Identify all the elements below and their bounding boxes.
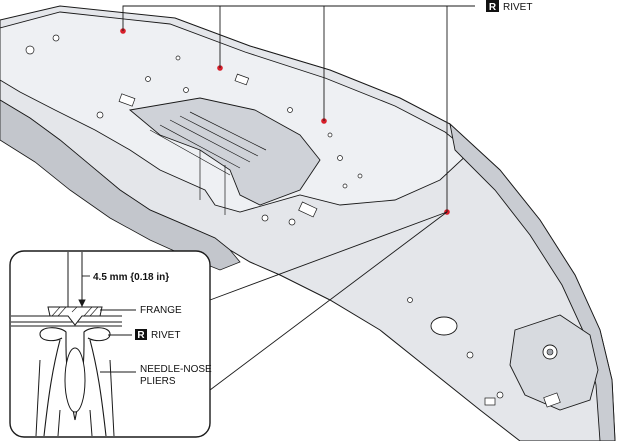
pliers-label-line2: PLIERS (140, 376, 176, 387)
detail-frame (9, 250, 211, 438)
pliers-handles (35, 359, 115, 436)
dimension-label: 4.5 mm {0.18 in} (93, 272, 169, 283)
rivet-detail-badge (135, 329, 147, 340)
detail-callout-lines (209, 211, 448, 391)
rivet-detail-label: RIVET (151, 330, 180, 341)
panel-slots (118, 73, 561, 408)
rivet-badge (486, 0, 499, 12)
panel-ribs (149, 111, 267, 215)
panel-small-holes (25, 34, 504, 399)
panel-part-illustration (0, 5, 616, 441)
rivet-detail-view: 4.5 mm {0.18 in} FRANGE R RIVET NEEDLE-N… (9, 250, 212, 438)
panel-lower-lip (449, 122, 616, 441)
rivet-label: RIVET (503, 2, 532, 13)
panel-center-recess (128, 97, 321, 206)
bracket-hole-inner (546, 348, 554, 356)
pliers-jaws (43, 339, 107, 436)
frange-hatch (51, 306, 99, 317)
dimension-indicator (78, 275, 90, 308)
rivet-badge-letter: R (489, 2, 497, 13)
pliers-label-line1: NEEDLE-NOSE (140, 364, 212, 375)
rivet-leader-lines (122, 5, 475, 212)
panel-oval-hole (430, 316, 458, 336)
panel-edge-line (174, 17, 451, 125)
rivet-callout-top: R RIVET (486, 0, 532, 13)
panel-right-bracket (509, 314, 599, 411)
rivet-body (39, 327, 111, 346)
rivet-detail-badge-letter: R (137, 330, 145, 341)
frange-label: FRANGE (140, 305, 182, 316)
panel-under-bracket (0, 99, 241, 271)
frange-head (47, 306, 103, 326)
pliers-gap (64, 347, 86, 413)
